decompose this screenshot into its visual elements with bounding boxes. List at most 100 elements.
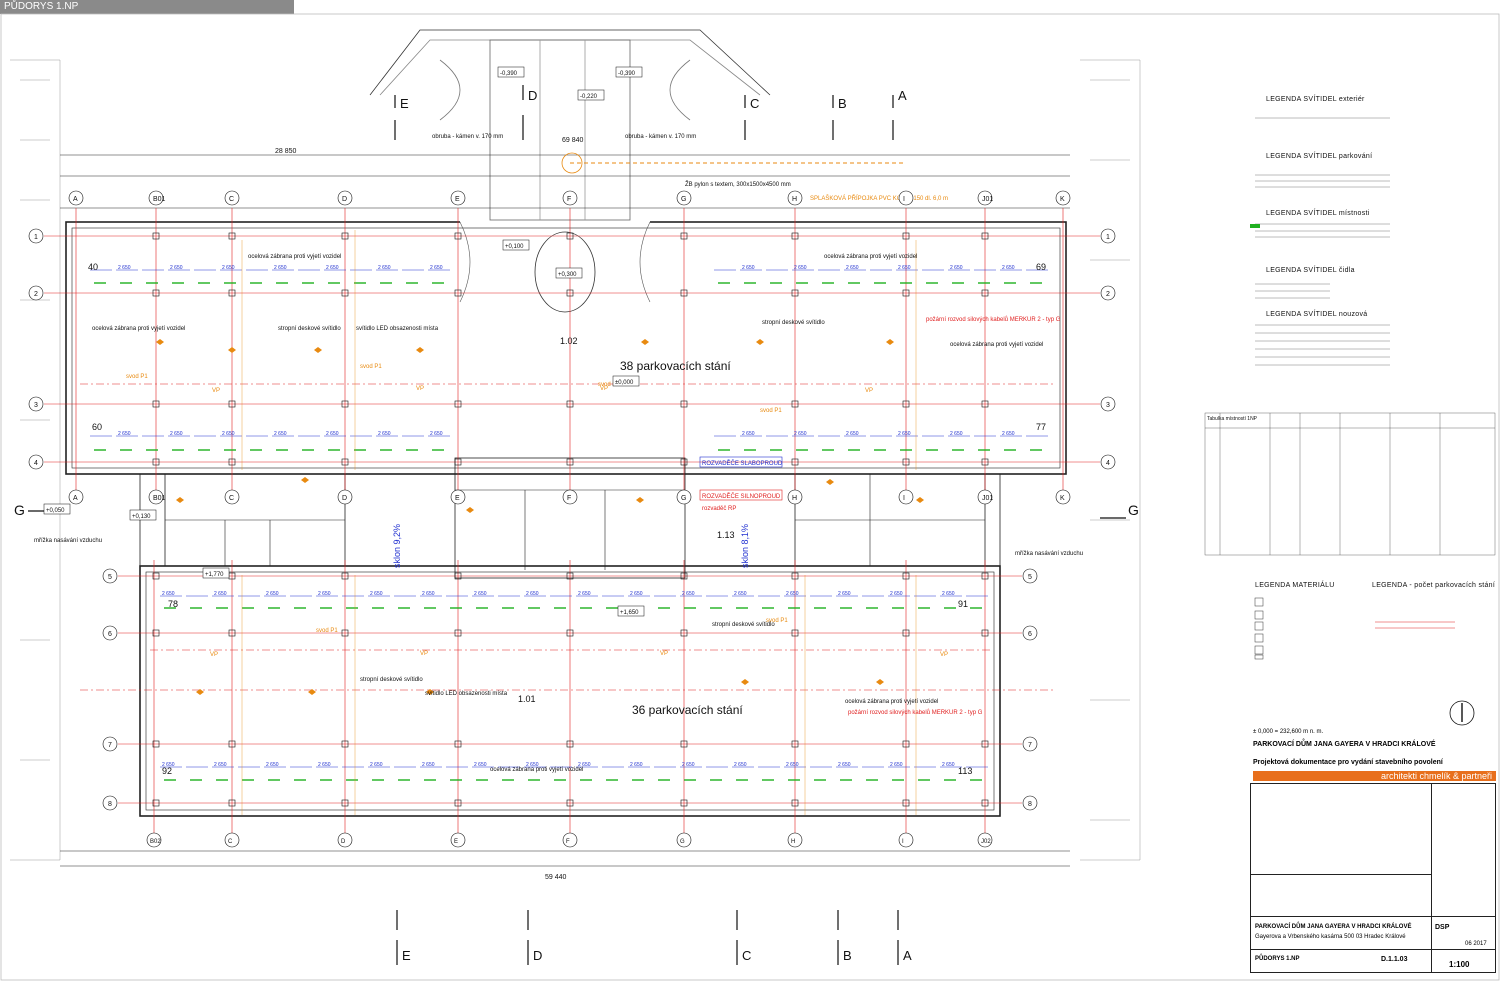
column-footprint [566,232,574,240]
grid-label-top: A [73,196,78,203]
firm-name: architekti chmelík & partneři [1380,771,1492,781]
top-dim2-label: 28 850 [275,148,297,155]
grid-label-top: J01 [982,196,993,203]
column-footprint [902,232,910,240]
slot-dimension-label: 2 650 [162,591,175,597]
slot-dimension-label: 2 650 [266,762,279,768]
slot-dimension-label: 2 650 [378,431,391,437]
column-footprint [152,629,160,637]
column-footprint [791,458,799,466]
section-mark-d-bottom: D [533,948,542,963]
slot-dimension-label: 2 650 [742,265,755,271]
pylon-note: ŽB pylon s textem, 300x1500x4500 mm [685,180,791,188]
led-note-1: svítidlo LED obsazenosti místa [356,326,439,332]
room-table [1204,412,1496,556]
grid-bubble [28,285,44,301]
level-marker-label: -0,390 [618,71,636,77]
column-footprint [566,629,574,637]
grid-bubble [977,489,993,505]
grid-bubble [977,832,993,848]
column-footprint [566,289,574,297]
slot-dimension-label: 2 650 [786,591,799,597]
slot-dimension-label: 2 650 [430,265,443,271]
grid-row-label-right: 2 [1106,291,1110,298]
grid-bubble [1022,568,1038,584]
light-note-1: stropní deskové svítidlo [278,326,341,332]
column-footprint [566,799,574,807]
slot-60: 60 [92,422,102,432]
slot-dimension-label: 2 650 [266,591,279,597]
side-mark-lines [28,510,1126,519]
column-footprint [902,740,910,748]
grid-bubble [898,832,914,848]
grid-bubble [450,832,466,848]
slot-dimension-label: 2 650 [682,591,695,597]
column-footprint [341,400,349,408]
grid-row-label-left: 3 [34,402,38,409]
slot-dimension-label: 2 650 [162,762,175,768]
side-mark-left: G [14,502,25,518]
level-marker [555,267,583,279]
column-footprint [902,400,910,408]
slot-dimension-label: 2 650 [1002,431,1015,437]
column-footprint [981,232,989,240]
column-footprint [791,289,799,297]
grid-label-top: G [681,196,686,203]
svod-label: svod P1 [360,364,382,370]
column-footprint [981,799,989,807]
grid-bubble [1055,190,1071,206]
column-footprint [680,400,688,408]
slot-dimension-label: 2 650 [214,762,227,768]
grid-bubble [787,489,803,505]
emergency-light-symbol [876,679,884,685]
column-footprint [902,629,910,637]
slot-77: 77 [1036,422,1046,432]
top-dimensions [60,154,1070,867]
column-footprint [791,400,799,408]
slot-dimension-label: 2 650 [274,431,287,437]
grid-bubble [224,489,240,505]
room-1-02: 1.02 [560,336,578,346]
project-stage: Projektová dokumentace pro vydání staveb… [1253,759,1443,766]
grid-label-mid: K [1060,495,1065,502]
grid-bubble [562,489,578,505]
slot-69: 69 [1036,262,1046,272]
slot-dimension-label: 2 650 [222,265,235,271]
side-mark-right: G [1128,502,1139,518]
grid-row-label-left: 6 [108,631,112,638]
vent-note-1: mřížka nasávání vzduchu [34,538,102,544]
top-dim-label: 69 840 [562,137,584,144]
column-footprint [791,629,799,637]
grid-row-label-right: 3 [1106,402,1110,409]
grid-bubble [146,832,162,848]
column-footprint [981,572,989,580]
grid-row-label-right: 7 [1028,742,1032,749]
slot-dimension-label: 2 650 [422,591,435,597]
column-footprint [566,572,574,580]
emergency-light-symbol [886,339,894,345]
project-title: PARKOVACÍ DŮM JANA GAYERA V HRADCI KRÁLO… [1253,741,1436,748]
slot-dimension-label: 2 650 [474,591,487,597]
grid-row-label-right: 8 [1028,801,1032,808]
barrier-note-2: ocelová zábrana proti vyjetí vozidel [824,254,917,260]
barrier-note-4: ocelová zábrana proti vyjetí vozidel [950,342,1043,348]
level-marker-label: +0,300 [558,272,577,278]
tb-project: PARKOVACÍ DŮM JANA GAYERA V HRADCI KRÁLO… [1255,924,1412,930]
grid-label-mid: D [342,495,347,502]
section-mark-b-bottom: B [843,948,852,963]
grid-label-bottom: J02 [981,839,991,845]
grid-bubble [676,190,692,206]
vp-label: VP [660,651,668,657]
grid-label-top: E [455,196,460,203]
grid-label-mid: A [73,495,78,502]
column-footprint [228,458,236,466]
grid-label-top: C [229,196,234,203]
column-footprint [902,799,910,807]
emergency-light-symbol [196,689,204,695]
emergency-light-symbol [176,497,184,503]
legend-emergency-title: LEGENDA SVÍTIDEL nouzová [1266,311,1368,318]
slot-91: 91 [958,599,968,609]
column-footprint [454,232,462,240]
grid-bubble [898,190,914,206]
slot-dimension-label: 2 650 [118,431,131,437]
